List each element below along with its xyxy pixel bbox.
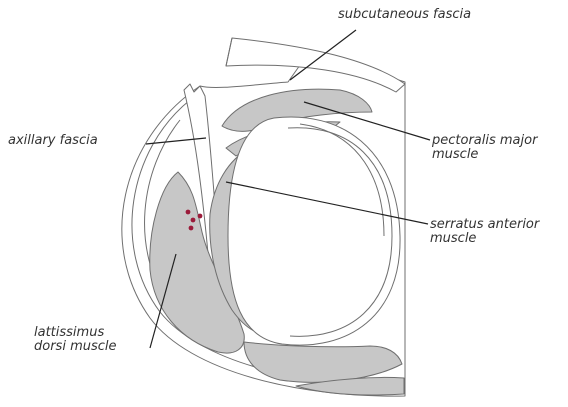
label-serratus-anterior-line2: muscle [430, 232, 539, 246]
label-latissimus-dorsi-line2: dorsi muscle [34, 340, 117, 354]
label-latissimus-dorsi-line1: lattissimus [34, 326, 117, 340]
label-serratus-anterior-line1: serratus anterior [430, 218, 539, 232]
label-pectoralis-major-line2: muscle [432, 148, 537, 162]
label-latissimus-dorsi: lattissimus dorsi muscle [34, 326, 117, 354]
label-pectoralis-major: pectoralis major muscle [432, 134, 537, 162]
lymph-node [189, 226, 194, 231]
label-subcutaneous-fascia: subcutaneous fascia [338, 8, 471, 22]
lymph-node [191, 218, 196, 223]
label-axillary-fascia: axillary fascia [8, 134, 98, 148]
label-pectoralis-major-line1: pectoralis major [432, 134, 537, 148]
lymph-node [198, 214, 203, 219]
lymph-node [186, 210, 191, 215]
label-serratus-anterior: serratus anterior muscle [430, 218, 539, 246]
